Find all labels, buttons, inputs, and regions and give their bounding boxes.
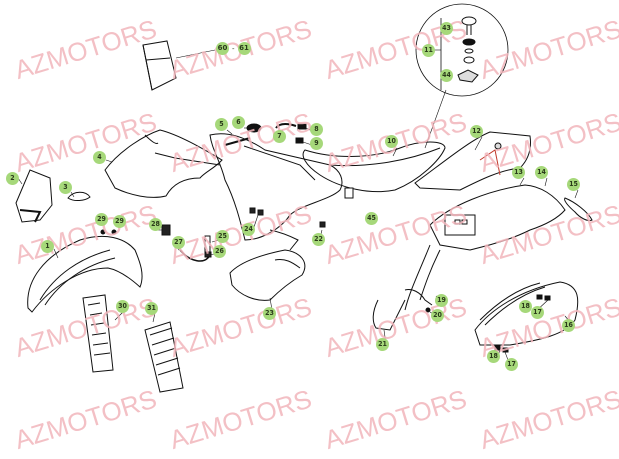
- callout-label: 60: [216, 42, 229, 55]
- radiator-louver-right: [144, 321, 184, 393]
- fuel-tank-shroud: [209, 133, 343, 241]
- callout-7[interactable]: 7: [273, 130, 286, 143]
- callout-27[interactable]: 27: [172, 236, 185, 249]
- radiator-shroud-upper: [104, 129, 223, 198]
- callout-20[interactable]: 20: [431, 309, 444, 322]
- callout-2[interactable]: 2: [6, 172, 19, 185]
- callout-1[interactable]: 1: [41, 240, 54, 253]
- callout-10[interactable]: 10: [385, 135, 398, 148]
- callout-17-upper[interactable]: 17: [531, 306, 544, 319]
- callout-43[interactable]: 43: [440, 22, 453, 35]
- callout-44[interactable]: 44: [440, 69, 453, 82]
- seat: [302, 141, 446, 193]
- rear-fender: [404, 184, 566, 311]
- radiator-louver-left: [82, 294, 114, 373]
- callout-6[interactable]: 6: [232, 116, 245, 129]
- callout-13[interactable]: 13: [512, 166, 525, 179]
- callout-14[interactable]: 14: [535, 166, 548, 179]
- callout-29-a[interactable]: 29: [95, 213, 108, 226]
- seat-fastener-detail: [415, 3, 509, 149]
- front-fender: [27, 235, 143, 313]
- callout-45[interactable]: 45: [365, 212, 378, 225]
- fuel-cap-parts: [246, 123, 307, 144]
- callout-15[interactable]: 15: [567, 178, 580, 191]
- callout-60-61[interactable]: 60 - 61: [216, 42, 251, 55]
- fuel-tap-parts: [161, 224, 212, 262]
- callout-12[interactable]: 12: [470, 125, 483, 138]
- callout-separator: -: [232, 44, 235, 53]
- small-fasteners: [100, 187, 354, 235]
- callout-label: 61: [237, 42, 251, 55]
- callout-26[interactable]: 26: [213, 245, 226, 258]
- callout-9[interactable]: 9: [310, 137, 323, 150]
- headlight-mask: [15, 169, 53, 223]
- callout-28[interactable]: 28: [149, 218, 162, 231]
- callout-19[interactable]: 19: [435, 294, 448, 307]
- callout-31[interactable]: 31: [145, 302, 158, 315]
- callout-25[interactable]: 25: [216, 230, 229, 243]
- callout-16[interactable]: 16: [562, 319, 575, 332]
- mudflap: [372, 289, 433, 331]
- radiator-shroud-lower: [229, 229, 306, 301]
- callout-23[interactable]: 23: [263, 307, 276, 320]
- callout-17-lower[interactable]: 17: [505, 358, 518, 371]
- callout-4[interactable]: 4: [93, 151, 106, 164]
- callout-3[interactable]: 3: [59, 181, 72, 194]
- callout-11[interactable]: 11: [422, 44, 435, 57]
- headlight-strap-shape: [67, 191, 91, 201]
- callout-8[interactable]: 8: [310, 123, 323, 136]
- front-number-plate: [142, 40, 216, 91]
- callout-22[interactable]: 22: [312, 233, 325, 246]
- reflector-shape: [564, 197, 593, 221]
- callout-18-lower[interactable]: 18: [487, 350, 500, 363]
- side-number-plate: [474, 281, 579, 353]
- callout-21[interactable]: 21: [376, 338, 389, 351]
- callout-18-upper[interactable]: 18: [519, 300, 532, 313]
- callout-24[interactable]: 24: [242, 223, 255, 236]
- callout-5[interactable]: 5: [215, 118, 228, 131]
- side-panel-upper: [414, 131, 531, 191]
- callout-30[interactable]: 30: [116, 300, 129, 313]
- callout-29-b[interactable]: 29: [113, 215, 126, 228]
